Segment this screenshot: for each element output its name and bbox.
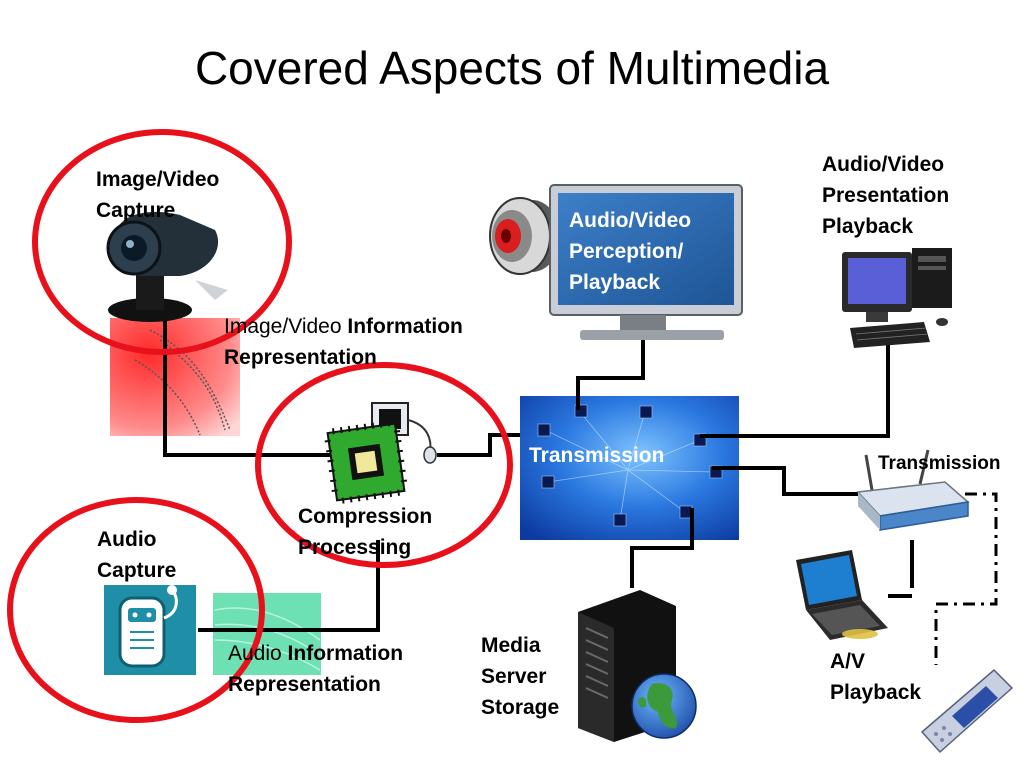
page-title: Covered Aspects of Multimedia [194,42,830,94]
label-line: Capture [96,199,176,222]
label-transmission-center: Transmission [529,444,665,467]
chip-icon [324,402,437,504]
label-line: Audio/Video [822,153,945,176]
label-line: Capture [97,559,177,582]
wireless-links [934,492,998,665]
tv-icon [549,184,743,340]
label-image-video-information-representation: Image/Video Information Representation [224,311,463,373]
audio-recorder-icon [104,585,196,675]
label-line: Server [481,665,547,688]
label-line: Representation [224,346,377,369]
webcam-icon [106,211,228,322]
label-line: Processing [298,536,412,559]
ring-compression-processing [255,362,513,568]
label-image-video-capture: Image/Video Capture [96,164,219,226]
label-media-server-storage: Media Server Storage [481,630,559,723]
highlight-rings [7,129,513,723]
label-text-bold: Information [347,315,463,338]
label-transmission-router: Transmission [878,453,1001,474]
label-text-bold: Information [287,642,404,665]
globe-icon [631,673,697,739]
label-line: Playback [822,215,914,238]
label-audio-information-representation: Audio Information Representation [228,638,403,700]
router-icon [856,449,970,531]
ring-audio-capture [7,497,265,723]
label-text: Audio [228,642,288,665]
label-text: Image/Video [224,315,348,338]
label-audio-video-presentation: Audio/Video Presentation Playback [822,149,949,242]
network-panel [520,396,739,540]
label-line: Audio Information [228,638,403,669]
label-audio-capture: Audio Capture [97,524,176,586]
label-line: Storage [481,696,560,719]
label-line: Presentation [822,184,950,207]
speaker-icon [489,197,560,275]
label-line: Compression [298,505,433,528]
mobile-phone-icon [920,668,1014,754]
label-line: Audio/Video [569,209,692,232]
label-line: Perception/ [569,240,684,263]
ring-image-video-capture [32,129,292,355]
laptop-icon [796,550,888,640]
binary-image-backdrop [110,318,240,436]
label-compression-processing: Compression Processing [298,501,432,563]
audio-wave-backdrop [213,593,321,675]
label-av-playback: A/V Playback [830,646,921,708]
label-line: Audio [97,528,157,551]
label-line: Image/Video [96,168,220,191]
label-line: Image/Video Information [224,311,463,342]
label-line: Playback [830,681,922,704]
label-line: Media [481,634,541,657]
label-line: Representation [228,673,381,696]
label-audio-video-perception: Audio/Video Perception/ Playback [569,205,691,298]
desktop-pc-icon [842,248,952,348]
label-line: Playback [569,271,661,294]
label-line: A/V [830,650,866,673]
